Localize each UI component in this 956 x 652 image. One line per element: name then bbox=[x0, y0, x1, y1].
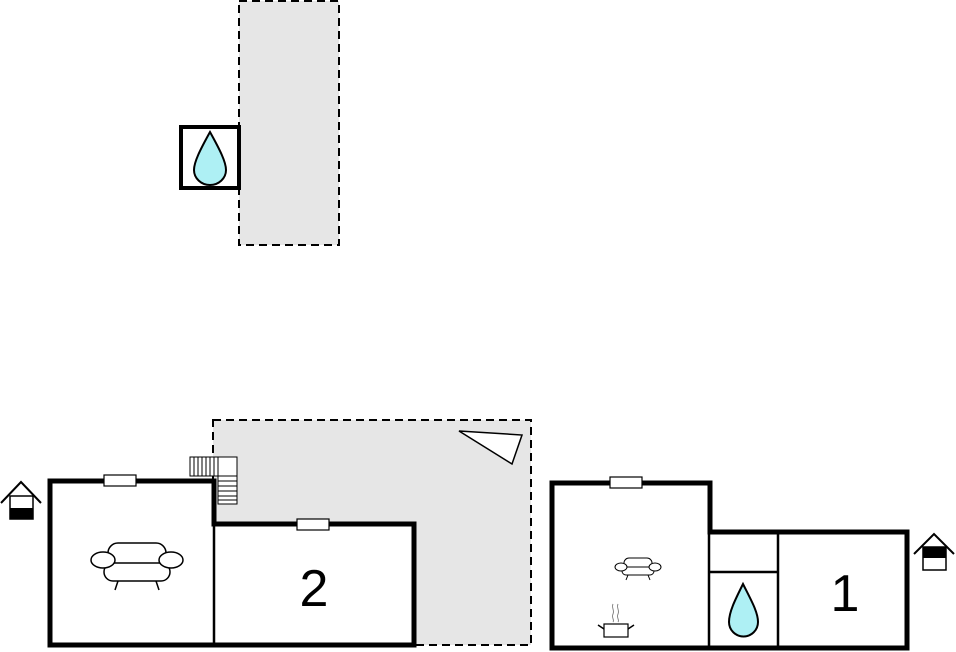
house-entrance-icon bbox=[913, 532, 955, 571]
stairs-icon bbox=[189, 456, 238, 505]
top-water-box bbox=[179, 125, 241, 190]
sofa-icon bbox=[614, 557, 662, 581]
window bbox=[296, 518, 330, 531]
building-1: 1 bbox=[549, 476, 910, 651]
water-drop-icon bbox=[192, 129, 228, 186]
room-number-label: 1 bbox=[831, 565, 860, 623]
room-number-label: 2 bbox=[300, 560, 329, 618]
top-terrace-area bbox=[238, 0, 340, 246]
building-2: 2 bbox=[47, 474, 417, 648]
water-drop-icon bbox=[727, 581, 760, 638]
cooking-pot-icon bbox=[597, 603, 635, 638]
house-entrance-icon bbox=[0, 480, 42, 520]
window bbox=[609, 476, 643, 489]
window bbox=[103, 474, 137, 487]
sofa-icon bbox=[90, 542, 184, 591]
compass-triangle-icon bbox=[458, 430, 524, 466]
